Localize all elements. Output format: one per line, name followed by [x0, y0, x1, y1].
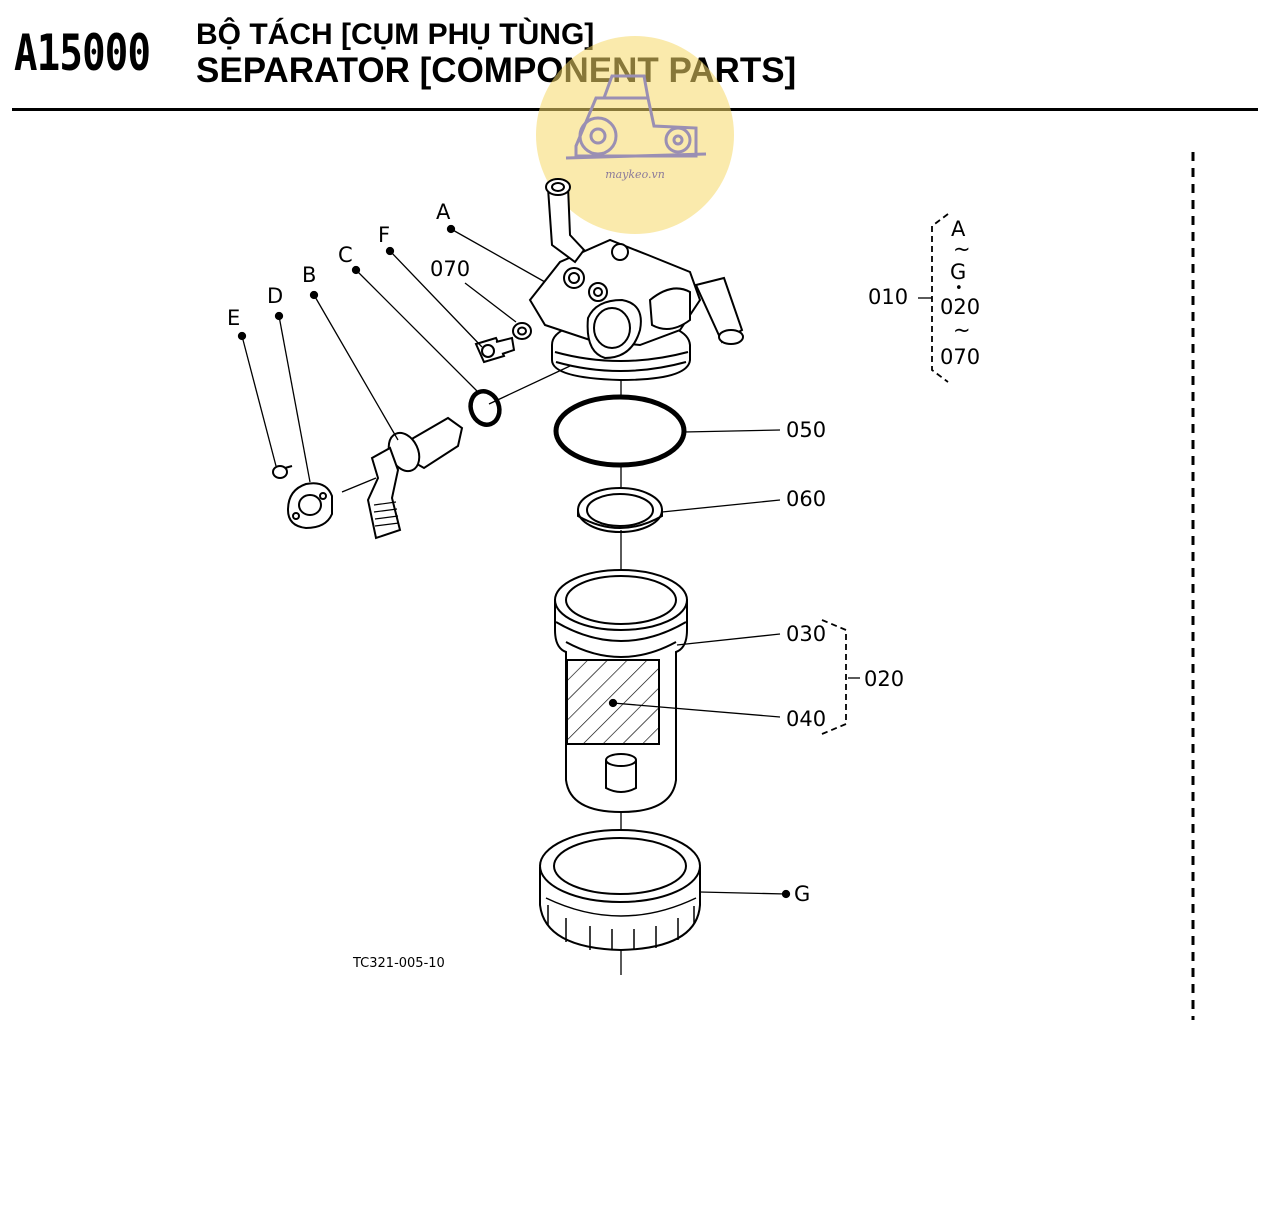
- cup-030: [554, 569, 688, 814]
- separator-head-A: [528, 178, 744, 382]
- label-070: 070: [430, 257, 470, 281]
- screw-E: [272, 465, 293, 479]
- group-note-070: 070: [940, 345, 980, 369]
- retaining-ring-G: [539, 829, 701, 952]
- label-040: 040: [786, 707, 826, 731]
- washer-070: [512, 322, 532, 340]
- label-020: 020: [864, 667, 904, 691]
- brackets: [821, 213, 949, 735]
- tractor-icon: [565, 74, 707, 160]
- label-A: A: [436, 200, 451, 224]
- bolt-F: [474, 336, 516, 364]
- group-note-G: G: [950, 260, 966, 284]
- section-code: A15000: [14, 24, 151, 82]
- drawing-id: TC321-005-10: [352, 956, 445, 971]
- watermark-text: maykeo.vn: [605, 168, 665, 181]
- gasket-060: [577, 487, 663, 533]
- label-010: 010: [868, 285, 908, 309]
- title-vietnamese: BỘ TÁCH [CỤM PHỤ TÙNG]: [196, 18, 595, 51]
- label-E: E: [227, 306, 240, 330]
- label-C: C: [338, 243, 353, 267]
- group-note-tilde-1: ~: [953, 237, 971, 261]
- label-F: F: [378, 223, 390, 247]
- label-B: B: [302, 263, 316, 287]
- clamp-D: [286, 482, 333, 530]
- cock-lever-B: [366, 416, 464, 540]
- label-G: G: [794, 882, 810, 906]
- label-050: 050: [786, 418, 826, 442]
- group-note-020: 020: [940, 295, 980, 319]
- group-note-dot: •: [955, 281, 963, 296]
- leader-lines: [237, 224, 932, 899]
- label-060: 060: [786, 487, 826, 511]
- o-ring-C: [468, 389, 502, 427]
- group-note-A: A: [951, 217, 966, 241]
- group-note-tilde-2: ~: [953, 318, 971, 342]
- label-D: D: [267, 284, 283, 308]
- o-ring-050: [553, 394, 687, 468]
- label-030: 030: [786, 622, 826, 646]
